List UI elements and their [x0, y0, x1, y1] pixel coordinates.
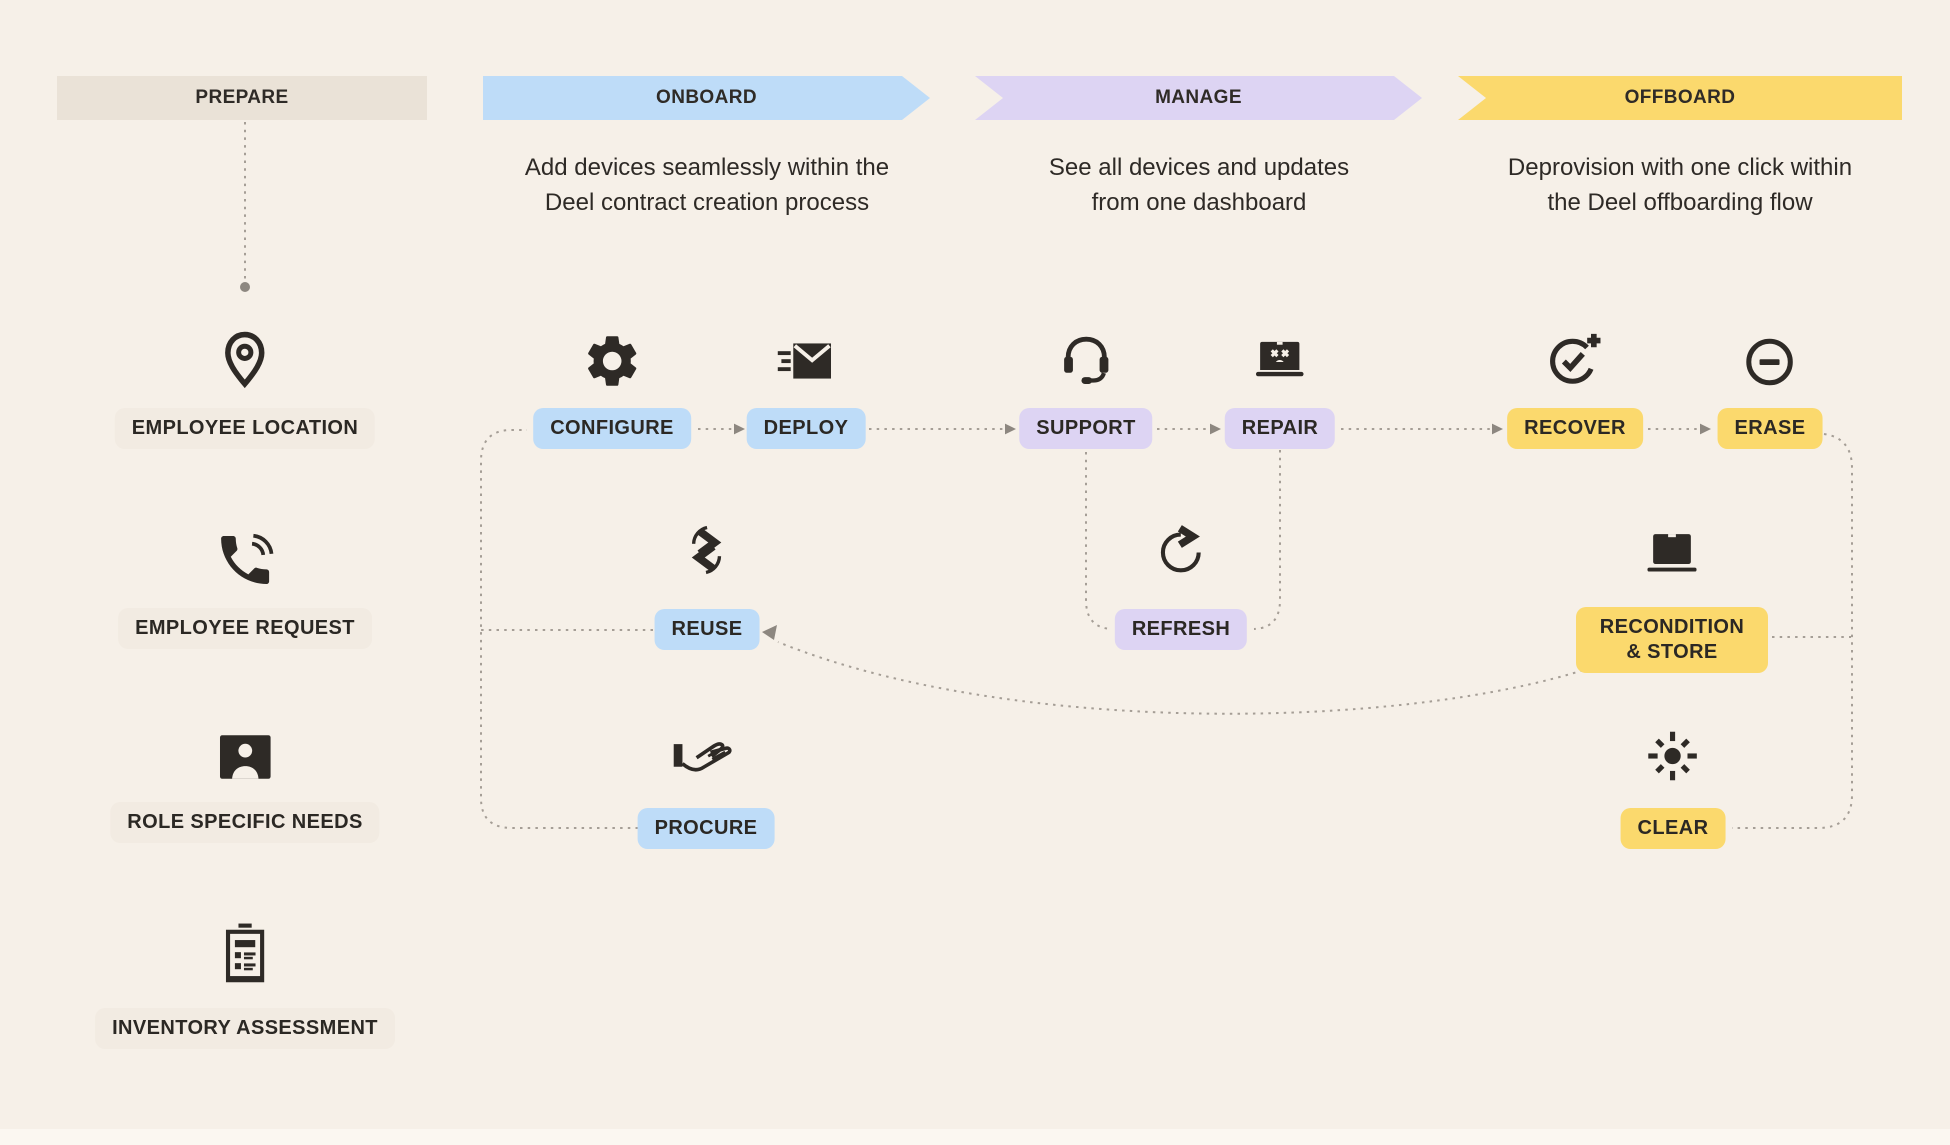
flow-node-label: CLEAR [1620, 808, 1726, 849]
flow-node-label: REPAIR [1224, 408, 1336, 449]
prepare-item-label: EMPLOYEE LOCATION [114, 408, 376, 449]
phone-ringing-icon [213, 528, 277, 592]
flow-node-label: DEPLOY [746, 408, 866, 449]
flow-node-label: REFRESH [1114, 609, 1248, 650]
flow-node-clear: CLEAR [1620, 731, 1726, 849]
offboard-description: Deprovision with one click within the De… [1507, 154, 1853, 216]
prepare-item-inventory-assessment: INVENTORY ASSESSMENT [95, 923, 395, 1049]
flow-node-label: RECOVER [1507, 408, 1643, 449]
laptop-error-icon [1249, 330, 1311, 392]
flow-node-refresh: REFRESH [1114, 525, 1248, 650]
prepare-item-label: EMPLOYEE REQUEST [118, 608, 372, 649]
flow-node-label: ERASE [1717, 408, 1823, 449]
gear-icon [581, 330, 643, 392]
manage-description: See all devices and updates from one das… [1048, 154, 1350, 216]
phase-banner-prepare: PREPARE [57, 76, 427, 120]
refresh-arrow-icon [1152, 523, 1210, 581]
flow-node-label: SUPPORT [1019, 408, 1153, 449]
prepare-item-label: ROLE SPECIFIC NEEDS [110, 802, 380, 843]
phase-label: PREPARE [195, 87, 289, 108]
flow-node-label: CONFIGURE [533, 408, 691, 449]
minus-circle-icon [1740, 332, 1800, 392]
sun-burst-icon [1645, 728, 1701, 784]
flow-node-reuse: REUSE [654, 525, 760, 650]
flow-node-procure: PROCURE [637, 742, 775, 849]
bottom-band [0, 1129, 1950, 1145]
phase-label: MANAGE [1155, 87, 1242, 108]
phase-banner-onboard: ONBOARD [483, 76, 930, 120]
check-circle-plus-icon [1543, 328, 1607, 392]
sync-arrows-icon [676, 519, 738, 581]
location-pin-icon [210, 322, 280, 392]
flow-node-recondition-store: RECONDITION & STORE [1576, 534, 1768, 673]
flow-node-repair: REPAIR [1224, 341, 1336, 449]
prepare-item-employee-location: EMPLOYEE LOCATION [114, 331, 376, 449]
flow-node-label: PROCURE [637, 808, 775, 849]
flow-node-recover: RECOVER [1507, 333, 1643, 449]
flow-node-deploy: DEPLOY [746, 343, 866, 449]
inventory-document-icon [212, 920, 278, 992]
prepare-item-employee-request: EMPLOYEE REQUEST [118, 533, 372, 649]
phase-label: ONBOARD [656, 87, 757, 108]
envelope-send-icon [775, 330, 837, 392]
phase-banner-manage: MANAGE [975, 76, 1422, 120]
flow-node-configure: CONFIGURE [533, 336, 691, 449]
headset-icon [1054, 328, 1118, 392]
flow-node-label: REUSE [654, 609, 760, 650]
laptop-icon [1641, 527, 1703, 583]
onboard-description: Add devices seamlessly within the Deel c… [524, 154, 890, 216]
phase-label: OFFBOARD [1624, 87, 1736, 108]
flow-node-support: SUPPORT [1019, 336, 1153, 449]
flow-node-erase: ERASE [1717, 338, 1823, 449]
hand-give-icon [670, 732, 742, 784]
flow-node-label: RECONDITION & STORE [1576, 607, 1768, 673]
prepare-item-label: INVENTORY ASSESSMENT [95, 1008, 395, 1049]
phase-banner-offboard: OFFBOARD [1458, 76, 1902, 120]
prepare-item-role-specific-needs: ROLE SPECIFIC NEEDS [110, 735, 380, 843]
person-badge-icon [212, 728, 278, 786]
